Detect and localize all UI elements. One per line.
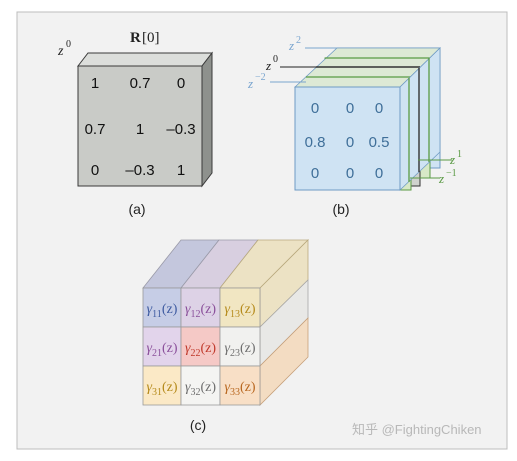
cell-c-11-box: [142, 287, 182, 328]
panel-a-matrix: 1 0.7 0 0.7 1 –0.3 0 –0.3 1: [85, 75, 196, 179]
cube-a-side-face: [201, 51, 213, 188]
label-z2: z: [288, 38, 294, 53]
matrix-a-cell-1-2: 0.7: [130, 75, 151, 92]
matrix-b-cell-3-1: 0: [311, 165, 319, 182]
cell-c-13-box: [219, 287, 261, 328]
cube-a-front-face: [77, 65, 203, 187]
panel-c-grid: γ11(z) γ12(z) γ13(z) γ21(z) γ22(z) γ23(z) γ31(…: [142, 287, 261, 406]
matrix-b-cell-2-1: 0.8: [305, 134, 326, 151]
cell-c-33-box: [219, 365, 261, 406]
label-zm1: z: [438, 171, 444, 186]
panel-a-z-label: z: [57, 44, 64, 59]
label-z2-exp: 2: [296, 35, 301, 46]
cell-c-22-label: γ22(z): [185, 341, 216, 359]
cell-c-11-label: γ11(z): [147, 302, 178, 320]
panel-b: 0 0 0 0.8 0 0.5 0 0 0 z 2 z 0 z −2 z 1 z −1 (b): [247, 35, 462, 217]
cube-b-front-face: [294, 86, 401, 191]
label-z0: z: [265, 58, 271, 73]
cell-c-31-label: γ31(z): [146, 380, 177, 398]
matrix-b-cell-2-3: 0.5: [369, 134, 390, 151]
label-z1: z: [449, 152, 455, 167]
matrix-a-cell-3-3: 1: [177, 162, 185, 179]
panel-a-title-rest: [0]: [142, 30, 160, 46]
label-zm2-exp: −2: [255, 72, 266, 83]
panel-a-z-exp: 0: [66, 39, 71, 50]
cell-c-23-label: γ23(z): [224, 341, 255, 359]
label-z0-exp: 0: [273, 54, 278, 65]
matrix-a-cell-3-1: 0: [91, 162, 99, 179]
panel-b-matrix: 0 0 0 0.8 0 0.5 0 0 0: [305, 100, 390, 182]
cell-c-21-box: [142, 326, 182, 367]
cube-a-top-face: [76, 52, 214, 67]
matrix-a-cell-2-2: 1: [136, 121, 144, 138]
cell-c-23-box: [219, 326, 261, 367]
matrix-b-cell-1-2: 0: [346, 100, 354, 117]
panel-c-caption: (c): [190, 417, 206, 433]
cell-c-33-label: γ33(z): [224, 380, 255, 398]
matrix-a-cell-1-3: 0: [177, 75, 185, 92]
matrix-b-cell-2-2: 0: [346, 134, 354, 151]
cell-c-31-box: [142, 365, 182, 406]
panel-a: R [0] z 0 1 0.7 0 0.7 1 –0.3 0 –0.3 1 (a): [57, 30, 214, 217]
cell-c-12-box: [180, 287, 221, 328]
matrix-b-cell-3-3: 0: [375, 165, 383, 182]
matrix-a-cell-2-1: 0.7: [85, 121, 106, 138]
cell-c-22-box: [180, 326, 221, 367]
matrix-b-cell-1-3: 0: [375, 100, 383, 117]
matrix-a-cell-2-3: –0.3: [166, 121, 195, 138]
panel-c: γ11(z) γ12(z) γ13(z) γ21(z) γ22(z) γ23(z) γ31(…: [142, 239, 309, 433]
panel-a-title-bold: R: [130, 30, 141, 46]
label-zm2: z: [247, 76, 253, 91]
cell-c-32-label: γ32(z): [185, 380, 216, 398]
cell-c-21-label: γ21(z): [146, 341, 177, 359]
label-zm1-exp: −1: [446, 168, 457, 179]
watermark: 知乎 @FightingChiken: [352, 422, 482, 437]
cell-c-13-label: γ13(z): [224, 302, 255, 320]
panel-a-caption: (a): [128, 201, 145, 217]
matrix-b-cell-1-1: 0: [311, 100, 319, 117]
label-z1-exp: 1: [457, 149, 462, 160]
matrix-a-cell-1-1: 1: [91, 75, 99, 92]
matrix-b-cell-3-2: 0: [346, 165, 354, 182]
cell-c-12-label: γ12(z): [185, 302, 216, 320]
panel-b-caption: (b): [332, 201, 349, 217]
matrix-a-cell-3-2: –0.3: [125, 162, 154, 179]
